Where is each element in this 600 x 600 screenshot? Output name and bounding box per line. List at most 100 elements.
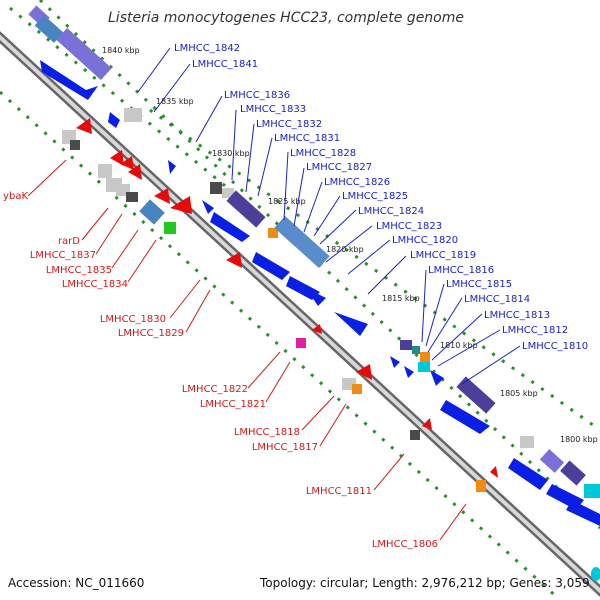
gene-arrow — [154, 188, 170, 204]
gene-label: LMHCC_1815 — [446, 279, 512, 290]
gene-label: LMHCC_1831 — [274, 133, 340, 144]
gene-block — [420, 352, 430, 362]
gene-label: LMHCC_1828 — [290, 148, 356, 159]
gene-label: LMHCC_1834 — [62, 279, 128, 290]
gene-label: LMHCC_1806 — [372, 539, 438, 550]
gene-arrow — [490, 466, 498, 478]
gene-block — [274, 215, 330, 269]
gene-block — [539, 449, 565, 473]
gene-label: LMHCC_1816 — [428, 265, 494, 276]
gene-label: LMHCC_1841 — [192, 59, 258, 70]
tick-label: 1835 kbp — [156, 97, 194, 106]
gene-label: LMHCC_1811 — [306, 486, 372, 497]
gene-arrow — [508, 458, 548, 490]
tick-label: 1820 kbp — [326, 245, 364, 254]
gene-arrow — [404, 366, 414, 378]
gene-label: LMHCC_1821 — [200, 399, 266, 410]
gene-block — [126, 192, 138, 202]
gene-arrow — [430, 370, 444, 386]
tick-label: 1810 kbp — [440, 341, 478, 350]
gene-label: LMHCC_1829 — [118, 328, 184, 339]
gene-label: ybaK — [3, 191, 28, 202]
gene-label: LMHCC_1823 — [376, 221, 442, 232]
gene-label: LMHCC_1827 — [306, 162, 372, 173]
gene-block — [98, 164, 112, 178]
gene-marker — [591, 567, 600, 581]
gene-label: LMHCC_1814 — [464, 294, 530, 305]
gene-block — [412, 346, 420, 354]
gene-arrow — [170, 196, 192, 214]
gene-block — [226, 190, 266, 228]
gene-block — [296, 338, 306, 348]
gene-arrow — [210, 212, 250, 242]
gene-block — [56, 27, 112, 81]
gene-arrow — [390, 356, 400, 368]
gene-arrow — [566, 500, 600, 526]
gene-block — [210, 182, 222, 194]
gene-block — [410, 430, 420, 440]
gene-block — [164, 222, 176, 234]
gene-label: LMHCC_1832 — [256, 119, 322, 130]
gene-arrow — [422, 418, 432, 430]
gene-arrow — [168, 160, 176, 174]
gene-label: LMHCC_1824 — [358, 206, 424, 217]
tick-label: 1830 kbp — [212, 149, 250, 158]
forward-leader-lines — [137, 47, 521, 385]
gene-label: LMHCC_1812 — [502, 325, 568, 336]
gene-label: LMHCC_1825 — [342, 191, 408, 202]
tick-label: 1800 kbp — [560, 435, 598, 444]
gene-label: LMHCC_1819 — [410, 250, 476, 261]
gene-block — [584, 484, 600, 498]
gene-label: LMHCC_1837 — [30, 250, 96, 261]
topology-text: Topology: circular; Length: 2,976,212 bp… — [259, 576, 590, 590]
gene-label: rarD — [58, 236, 80, 247]
gene-block — [139, 199, 165, 225]
gene-block — [520, 436, 534, 448]
gene-label: LMHCC_1822 — [182, 384, 248, 395]
tick-label: 1825 kbp — [268, 197, 306, 206]
gene-block — [476, 480, 486, 492]
tick-label: 1815 kbp — [382, 294, 420, 303]
gene-label: LMHCC_1813 — [484, 310, 550, 321]
gene-block — [456, 376, 496, 414]
gene-arrow — [440, 400, 490, 434]
reverse-leader-lines — [27, 159, 467, 541]
gene-label: LMHCC_1835 — [46, 265, 112, 276]
gene-label: LMHCC_1820 — [392, 235, 458, 246]
gene-block — [70, 140, 80, 150]
gene-label: LMHCC_1836 — [224, 90, 290, 101]
gene-label: LMHCC_1818 — [234, 427, 300, 438]
gene-block — [400, 340, 412, 350]
forward-gene-labels: LMHCC_1842 LMHCC_1841 LMHCC_1836 LMHCC_1… — [174, 43, 588, 352]
gene-label: LMHCC_1833 — [240, 104, 306, 115]
gene-block — [560, 460, 586, 486]
gene-label: LMHCC_1817 — [252, 442, 318, 453]
gene-arrow — [40, 60, 98, 100]
gene-block — [352, 384, 362, 394]
genome-backbone — [0, 31, 600, 597]
tick-labels: 1840 kbp 1835 kbp 1830 kbp 1825 kbp 1820… — [102, 46, 598, 444]
gene-block — [124, 108, 142, 122]
gene-block — [222, 188, 234, 198]
gene-arrow — [110, 150, 124, 166]
gene-arrow — [120, 156, 134, 170]
gene-arrow — [76, 118, 92, 134]
gene-arrow — [128, 164, 142, 180]
gene-arrow — [202, 200, 214, 214]
gene-arrow — [334, 312, 368, 336]
gene-block — [268, 228, 278, 238]
gene-arrow — [108, 112, 120, 128]
tick-label: 1805 kbp — [500, 389, 538, 398]
gene-block — [418, 362, 430, 372]
accession-text: Accession: NC_011660 — [8, 576, 144, 590]
gene-label: LMHCC_1826 — [324, 177, 390, 188]
forward-strand-genes — [28, 5, 600, 526]
reverse-gene-labels: ybaK rarD LMHCC_1837 LMHCC_1835 LMHCC_18… — [3, 191, 438, 550]
map-title: Listeria monocytogenes HCC23, complete g… — [108, 10, 464, 26]
gene-label: LMHCC_1842 — [174, 43, 240, 54]
gene-arrow — [252, 252, 290, 280]
gene-arrow — [226, 252, 242, 268]
gene-label: LMHCC_1810 — [522, 341, 588, 352]
